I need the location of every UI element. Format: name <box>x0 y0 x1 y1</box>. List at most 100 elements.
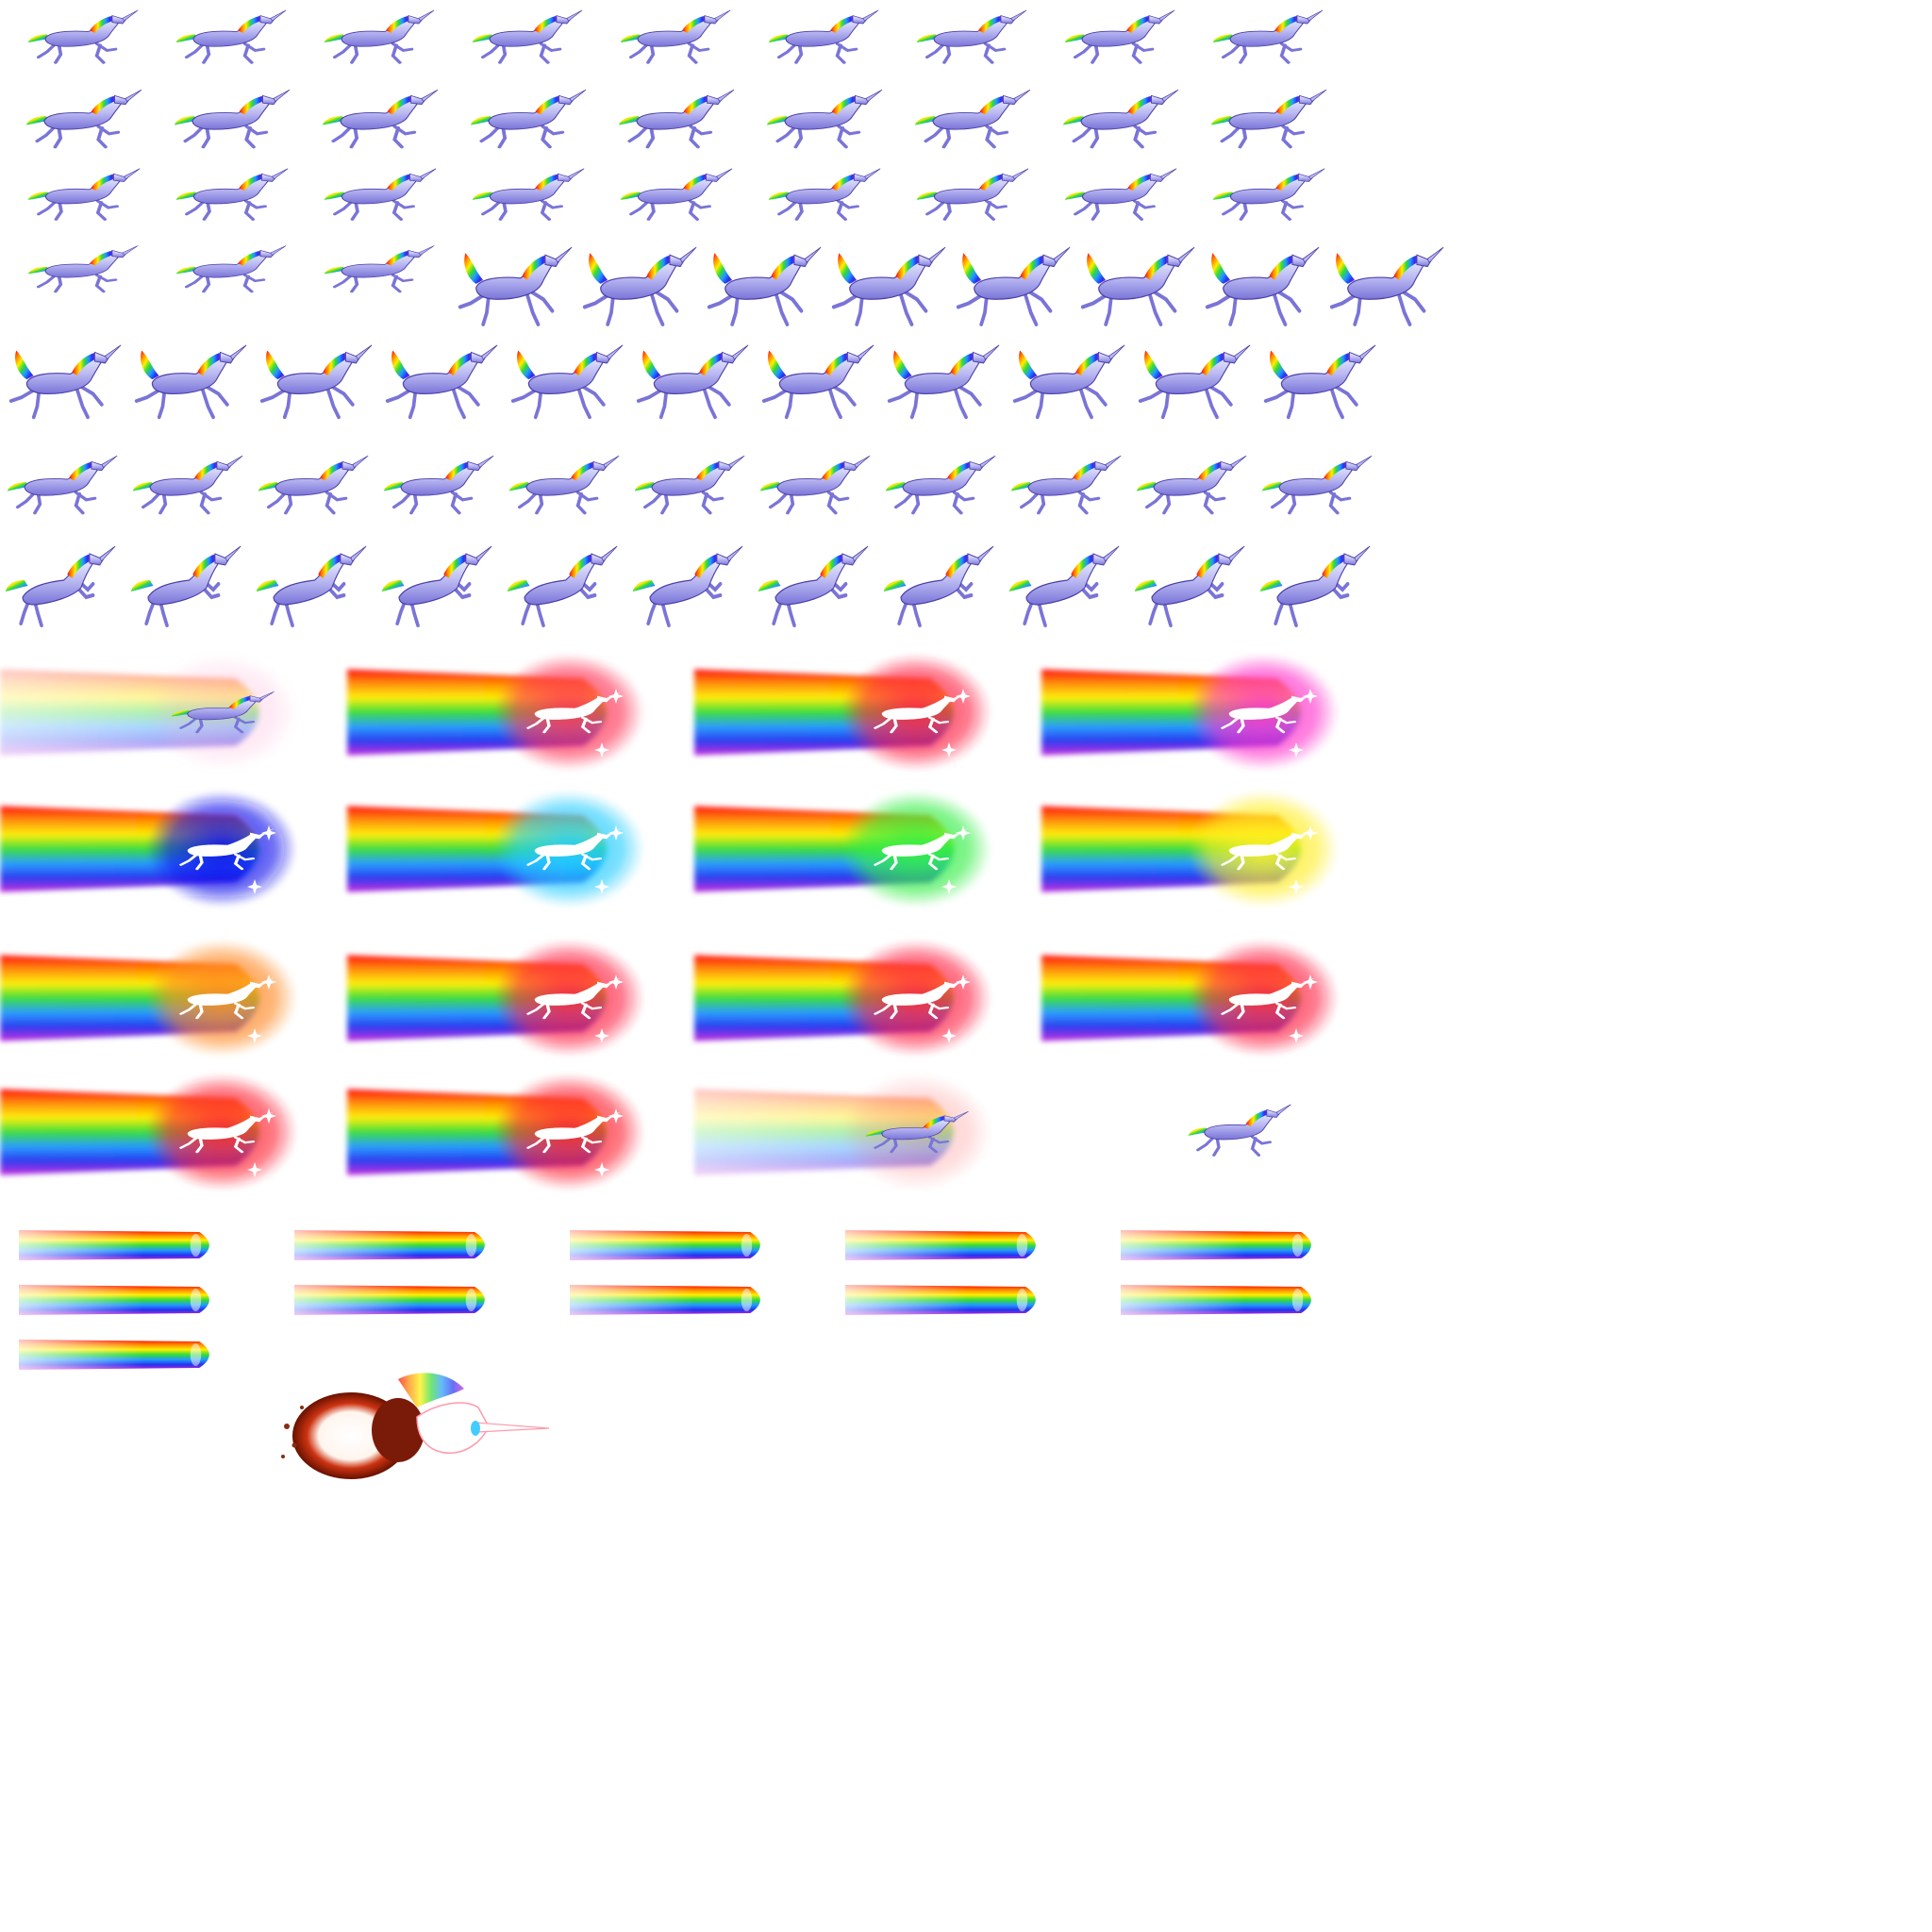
gallop-sprite <box>619 8 732 68</box>
gallop-sprite <box>175 243 288 296</box>
rainbow-trail-sprite <box>570 1279 777 1321</box>
rear-sprite <box>1133 542 1246 627</box>
gallop-sprite <box>767 8 880 68</box>
rainbow-trail-sprite <box>19 1334 226 1375</box>
leap-sprite <box>886 341 1001 423</box>
rainbow-dash-sprite <box>1041 791 1343 908</box>
gallop-sprite <box>323 8 436 68</box>
gallop-sprite <box>765 87 884 153</box>
rainbow-dash-sprite <box>694 940 996 1057</box>
rainbow-trail-sprite <box>294 1279 502 1321</box>
rear-sprite <box>506 542 619 627</box>
rainbow-trail-sprite <box>1121 1224 1328 1266</box>
leap-sprite <box>384 341 499 423</box>
gallop-sprite <box>617 87 736 153</box>
rainbow-dash-sprite <box>347 791 649 908</box>
gallop-sprite <box>915 166 1030 225</box>
explosion-sprite <box>275 1370 558 1479</box>
rear-sprite <box>380 542 493 627</box>
gallop-sprite <box>175 8 288 68</box>
rear-sprite <box>129 542 242 627</box>
leap-sprite <box>8 341 123 423</box>
gallop-sprite <box>26 243 140 296</box>
gallop-sprite <box>1063 166 1178 225</box>
rainbow-trail-sprite <box>19 1279 226 1321</box>
gallop-sprite <box>321 87 440 153</box>
gallop-sprite <box>25 87 143 153</box>
leap-sprite <box>457 243 574 330</box>
rainbow-dash-sprite <box>694 1074 996 1191</box>
rainbow-dash-sprite <box>1041 654 1343 771</box>
rainbow-dash-sprite <box>0 940 302 1057</box>
gallop-sprite <box>173 87 291 153</box>
leap-sprite <box>382 453 495 519</box>
gallop-sprite <box>1211 166 1326 225</box>
rainbow-dash-sprite <box>0 1074 302 1191</box>
leap-sprite <box>633 453 746 519</box>
rear-sprite <box>757 542 870 627</box>
rainbow-dash-sprite <box>347 1074 649 1191</box>
rear-sprite <box>1008 542 1121 627</box>
standalone-unicorn-sprite <box>1187 1102 1292 1160</box>
leap-sprite <box>758 453 872 519</box>
gallop-sprite <box>26 166 142 225</box>
gallop-sprite <box>26 8 140 68</box>
leap-sprite <box>1262 341 1377 423</box>
gallop-sprite <box>767 166 882 225</box>
rainbow-trail-sprite <box>294 1224 502 1266</box>
leap-sprite <box>1079 243 1196 330</box>
gallop-sprite <box>323 166 438 225</box>
gallop-sprite <box>1209 87 1328 153</box>
leap-sprite <box>1135 453 1248 519</box>
rainbow-dash-sprite <box>1041 940 1343 1057</box>
leap-sprite <box>884 453 997 519</box>
gallop-sprite <box>469 87 588 153</box>
leap-sprite <box>1260 453 1374 519</box>
rainbow-trail-sprite <box>1121 1279 1328 1321</box>
rear-sprite <box>4 542 117 627</box>
gallop-sprite <box>471 8 584 68</box>
rainbow-dash-sprite <box>694 654 996 771</box>
leap-sprite <box>509 341 625 423</box>
gallop-sprite <box>913 87 1032 153</box>
leap-sprite <box>830 243 947 330</box>
rainbow-trail-sprite <box>845 1279 1053 1321</box>
rainbow-trail-sprite <box>845 1224 1053 1266</box>
rainbow-trail-sprite <box>570 1224 777 1266</box>
leap-sprite <box>1009 453 1123 519</box>
leap-sprite <box>1137 341 1252 423</box>
leap-sprite <box>133 341 248 423</box>
gallop-sprite <box>175 166 290 225</box>
leap-sprite <box>635 341 750 423</box>
leap-sprite <box>1204 243 1321 330</box>
gallop-sprite <box>323 243 436 296</box>
gallop-sprite <box>1211 8 1324 68</box>
leap-sprite <box>1011 341 1126 423</box>
rainbow-trail-sprite <box>19 1224 226 1266</box>
leap-sprite <box>955 243 1072 330</box>
gallop-sprite <box>471 166 586 225</box>
rainbow-dash-sprite <box>0 654 302 771</box>
leap-sprite <box>508 453 621 519</box>
leap-sprite <box>1328 243 1445 330</box>
leap-sprite <box>706 243 823 330</box>
leap-sprite <box>581 243 698 330</box>
rainbow-dash-sprite <box>0 791 302 908</box>
rear-sprite <box>255 542 368 627</box>
gallop-sprite <box>1063 8 1176 68</box>
rear-sprite <box>631 542 744 627</box>
leap-sprite <box>257 453 370 519</box>
gallop-sprite <box>1061 87 1180 153</box>
leap-sprite <box>131 453 244 519</box>
rainbow-dash-sprite <box>347 654 649 771</box>
gallop-sprite <box>619 166 734 225</box>
rainbow-dash-sprite <box>694 791 996 908</box>
rear-sprite <box>1258 542 1372 627</box>
leap-sprite <box>258 341 374 423</box>
gallop-sprite <box>915 8 1028 68</box>
leap-sprite <box>760 341 875 423</box>
leap-sprite <box>6 453 119 519</box>
rainbow-dash-sprite <box>347 940 649 1057</box>
rear-sprite <box>882 542 995 627</box>
